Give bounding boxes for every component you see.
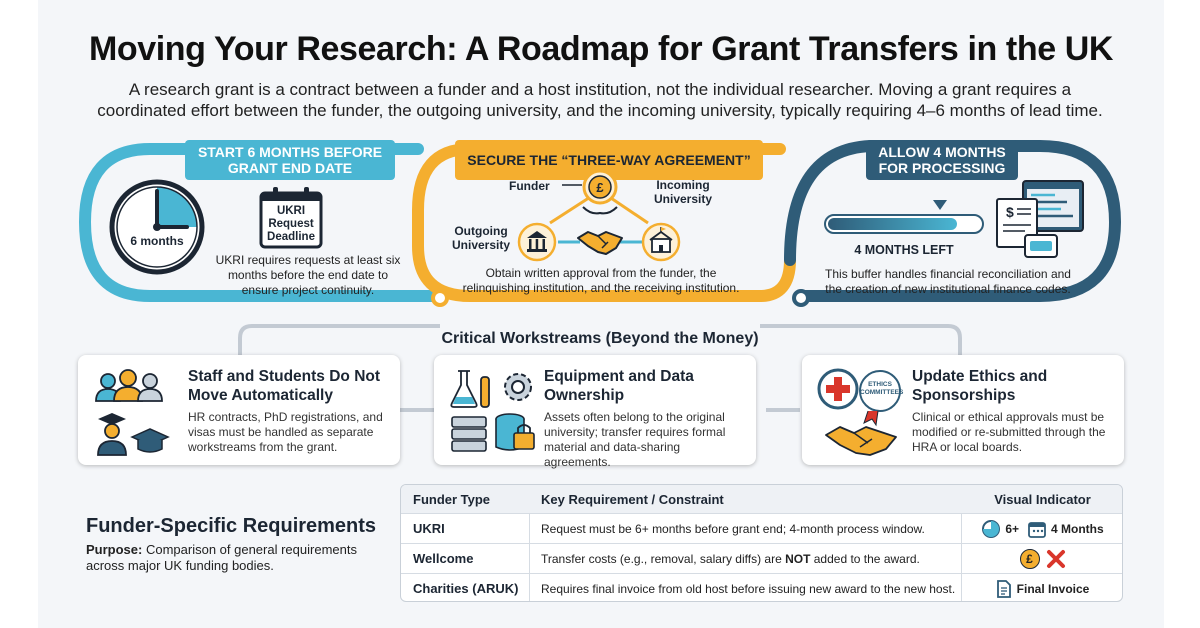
page-subtitle: A research grant is a contract between a… [97,80,1103,120]
progress-marker-icon [933,200,947,210]
workstream-card-staff: Staff and Students Do Not Move Automatic… [78,355,400,465]
step2-description: Obtain written approval from the funder,… [462,266,740,295]
purpose-label: Purpose: [86,542,143,557]
column-header: Funder Type [413,491,491,507]
funder-requirements-table: Funder Type Key Requirement / Constraint… [400,484,1123,602]
indicator-text: 4 Months [1051,521,1104,536]
column-header: Visual Indicator [994,491,1091,507]
calendar-icon [1028,521,1046,538]
svg-text:$: $ [1006,204,1014,220]
finance-documents-icon: $ [996,180,1084,258]
handshake-icon [577,231,623,255]
incoming-university-label: Incoming University [653,178,713,206]
lab-gear-database-icon [450,370,535,452]
svg-text:£: £ [596,180,604,195]
funder-section-title: Funder-Specific Requirements [86,515,377,537]
indicator-cell: £ [961,544,1122,573]
funder-section-purpose: Purpose: Comparison of general requireme… [86,542,386,574]
card-title: Update Ethics and Sponsorships [912,368,1048,404]
indicator-text: 6+ [1005,521,1019,536]
university-building-icon [517,222,557,262]
clock-label: 6 months [130,234,184,248]
progress-fill [828,218,958,230]
funder-cell: Charities (ARUK) [413,581,519,596]
clock-icon [109,179,205,275]
requirement-cell: Transfer costs (e.g., removal, salary di… [541,551,920,566]
table-row: Charities (ARUK) Requires final invoice … [401,573,1122,601]
requirement-cell: Request must be 6+ months before grant e… [541,521,925,536]
card-title: Staff and Students Do Not Move Automatic… [188,368,381,404]
calendar-label: UKRI Request Deadline [267,205,315,243]
step3-pill: ALLOW 4 MONTHS FOR PROCESSING [866,140,1018,180]
funder-label: Funder [509,179,550,193]
indicator-text: Final Invoice [1016,581,1090,596]
giving-hand-icon [582,206,618,215]
calendar-icon [259,187,323,249]
workstreams-title: Critical Workstreams (Beyond the Money) [441,330,759,347]
people-graduate-icon [95,369,170,456]
purpose-text: Comparison of general requirements acros… [86,542,357,573]
card-body: Assets often belong to the original univ… [544,410,726,469]
progress-label: 4 MONTHS LEFT [854,243,954,257]
step3-description: This buffer handles financial reconcilia… [825,267,1071,296]
workstream-card-equipment: Equipment and Data Ownership Assets ofte… [434,355,756,469]
card-body: Clinical or ethical approvals must be mo… [912,410,1106,454]
requirement-cell: Requires final invoice from old host bef… [541,581,956,596]
indicator-cell: Final Invoice [961,574,1122,601]
invoice-icon [996,579,1011,598]
table-row: Wellcome Transfer costs (e.g., removal, … [401,543,1122,573]
card-title: Equipment and Data Ownership [544,368,694,404]
step1-pill: START 6 MONTHS BEFORE GRANT END DATE [185,140,395,180]
card-body: HR contracts, PhD registrations, and vis… [188,410,383,454]
seal-text: ETHICS COMMITTEES [860,381,904,396]
cross-icon [1046,549,1065,568]
ethics-seal-handshake-icon [817,368,901,456]
indicator-cell: 6+ 4 Months [961,514,1122,543]
workstream-card-ethics: ETHICS COMMITTEES Update Ethics and Spon… [802,355,1124,465]
pie-clock-icon [982,519,1001,538]
table-header-row: Funder Type Key Requirement / Constraint… [401,485,1122,513]
column-header: Key Requirement / Constraint [541,491,724,507]
funder-cell: UKRI [413,521,445,536]
pound-coin-icon: £ [582,169,618,205]
pound-coin-icon: £ [1019,548,1040,569]
funder-cell: Wellcome [413,551,474,566]
outgoing-university-label: Outgoing University [451,224,511,252]
step1-description: UKRI requires requests at least six mont… [215,253,401,297]
school-building-icon [641,222,681,262]
table-row: UKRI Request must be 6+ months before gr… [401,513,1122,543]
page-title: Moving Your Research: A Roadmap for Gran… [88,30,1114,68]
processing-progress-bar [824,214,984,234]
